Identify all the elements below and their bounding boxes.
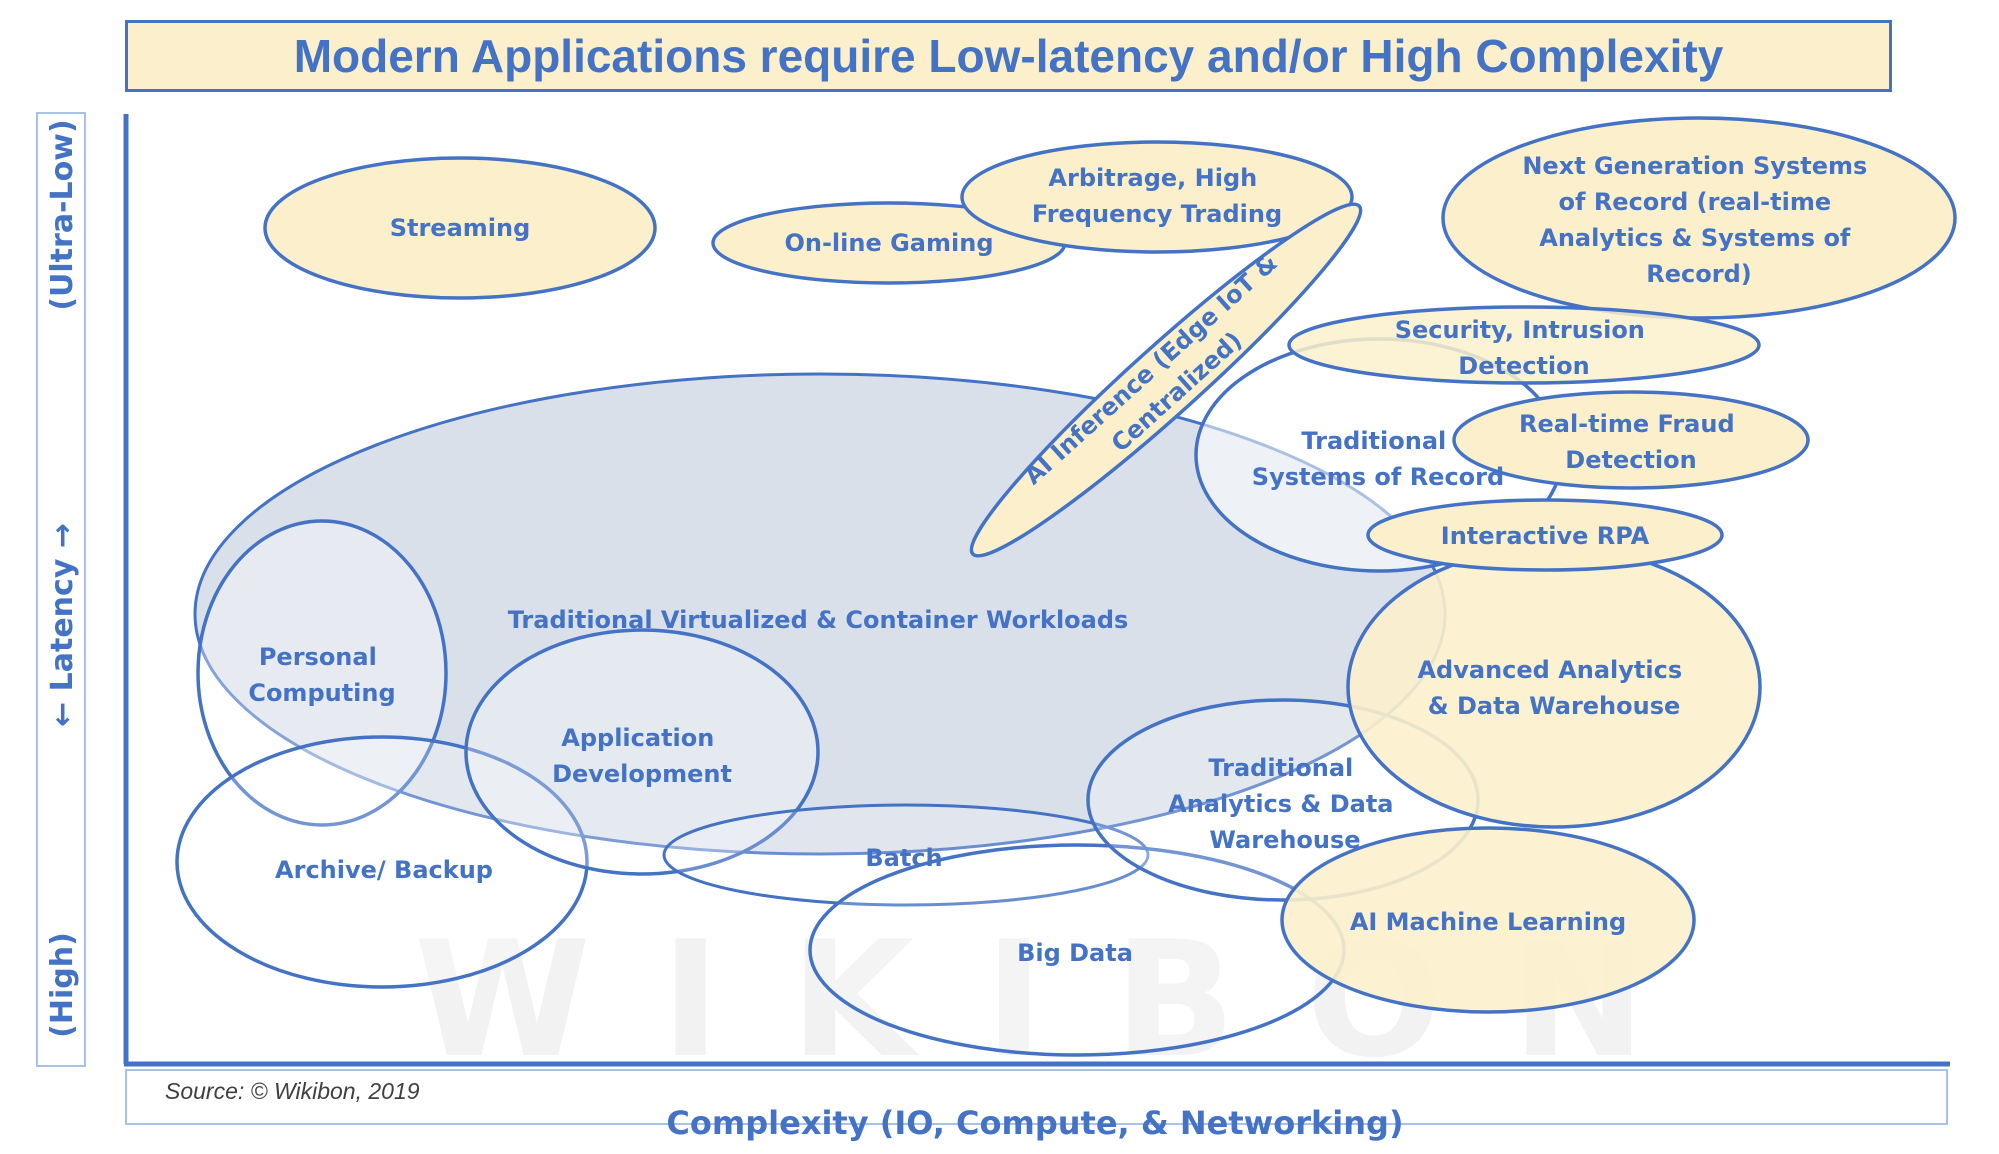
- ellipse-streaming: [263, 156, 657, 300]
- ellipse-ai-ml: [1280, 826, 1696, 1014]
- ellipse-fraud: [1452, 390, 1810, 490]
- y-axis-bottom-label: (High): [45, 932, 80, 1038]
- ellipse-arbitrage: [960, 140, 1354, 254]
- label-online-gaming: On-line Gaming: [784, 229, 993, 257]
- label-personal: Personal Computing: [248, 643, 395, 707]
- label-ai-ml: AI Machine Learning: [1350, 908, 1626, 936]
- label-streaming: Streaming: [390, 214, 531, 242]
- y-axis-label-box: [36, 112, 86, 1067]
- ellipse-security: [1287, 305, 1761, 385]
- label-arbitrage: Arbitrage, High Frequency Trading: [1032, 164, 1282, 228]
- source-credit: Source: © Wikibon, 2019: [165, 1078, 420, 1104]
- source-box: [125, 1069, 1948, 1125]
- ellipse-next-gen-sor: [1441, 116, 1957, 320]
- label-rpa: Interactive RPA: [1441, 522, 1650, 550]
- label-big-data: Big Data: [1017, 939, 1133, 967]
- label-trad-analytics: Traditional Analytics & Data Warehouse: [1168, 754, 1402, 854]
- label-fraud: Real-time Fraud Detection: [1519, 410, 1743, 474]
- label-batch: Batch: [865, 844, 942, 872]
- ellipse-personal-computing: [196, 519, 448, 827]
- label-archive: Archive/ Backup: [275, 856, 493, 884]
- y-axis-top-label: (Ultra-Low): [45, 119, 80, 310]
- ellipse-ai-inference: [969, 202, 1363, 558]
- ellipse-app-development: [464, 628, 820, 876]
- label-advanced-analytics: Advanced Analytics & Data Warehouse: [1417, 656, 1690, 720]
- label-app-dev: Application Development: [552, 724, 732, 788]
- page-title: Modern Applications require Low-latency …: [293, 30, 1724, 82]
- label-virtualized: Traditional Virtualized & Container Work…: [508, 606, 1129, 634]
- ellipse-advanced-analytics: [1346, 545, 1762, 829]
- ellipse-rpa: [1366, 498, 1724, 572]
- title-box: Modern Applications require Low-latency …: [125, 20, 1892, 92]
- x-axis-label: Complexity (IO, Compute, & Networking): [666, 1104, 1404, 1142]
- y-axis-middle-label: ← Latency →: [45, 523, 80, 727]
- label-security: Security, Intrusion Detection: [1395, 316, 1654, 380]
- label-next-gen-sor: Next Generation Systems of Record (real-…: [1522, 152, 1875, 288]
- ellipse-batch: [662, 803, 1150, 907]
- ellipse-archive-backup: [175, 735, 589, 989]
- label-traditional-sor: Traditional Systems of Record: [1252, 427, 1504, 491]
